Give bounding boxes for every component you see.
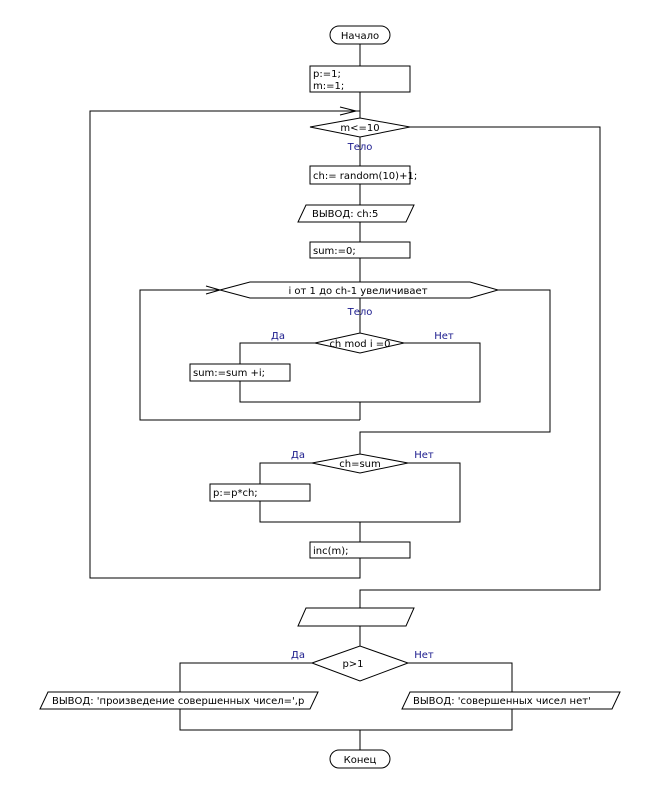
output-none-parallelogram bbox=[401, 691, 621, 710]
inner-no-label: Нет bbox=[434, 331, 454, 342]
cond2-yes-label: Да bbox=[291, 450, 305, 461]
sum-increment-text: sum:=sum +i; bbox=[193, 368, 265, 379]
output-product-text: ВЫВОД: 'произведение совершенных чисел='… bbox=[52, 696, 304, 707]
init-m-text: m:=1; bbox=[313, 81, 344, 92]
perfect-check-text: ch=sum bbox=[339, 459, 381, 470]
output-none-text: ВЫВОД: 'совершенных чисел нет' bbox=[413, 696, 591, 707]
assign-ch-text: ch:= random(10)+1; bbox=[313, 171, 417, 182]
output-product-parallelogram bbox=[39, 691, 319, 710]
for-body-label: Тело bbox=[347, 307, 373, 318]
inner-yes-label: Да bbox=[271, 331, 285, 342]
inc-m-text: inc(m); bbox=[313, 546, 349, 557]
while-condition-diamond bbox=[309, 117, 411, 138]
inner-condition-diamond bbox=[314, 332, 405, 354]
assign-p-block bbox=[209, 483, 311, 502]
for-loop-text: i от 1 до ch-1 увеличивает bbox=[288, 286, 427, 297]
end-label: Конец bbox=[344, 755, 377, 766]
final-yes-label: Да bbox=[291, 650, 305, 661]
output-ch-text: ВЫВОД: ch:5 bbox=[312, 209, 378, 220]
empty-output-parallelogram bbox=[297, 607, 415, 627]
perfect-check-diamond bbox=[311, 453, 409, 474]
end-terminator bbox=[329, 749, 391, 769]
assign-sum-text: sum:=0; bbox=[313, 246, 356, 257]
connector-lines bbox=[89, 44, 601, 750]
inc-m-block bbox=[309, 541, 411, 559]
for-loop-hexagon bbox=[218, 281, 500, 299]
while-loop-arrowhead bbox=[339, 106, 357, 116]
cond2-no-label: Нет bbox=[414, 450, 434, 461]
init-p-text: p:=1; bbox=[313, 69, 341, 80]
assign-sum-block bbox=[309, 241, 411, 259]
start-terminator bbox=[329, 25, 391, 45]
start-label: Начало bbox=[341, 31, 379, 42]
sum-increment-block bbox=[189, 363, 291, 382]
inner-condition-text: ch mod i =0 bbox=[329, 339, 390, 350]
output-ch-parallelogram bbox=[297, 204, 415, 223]
while-body-label: Тело bbox=[347, 142, 373, 153]
final-condition-diamond bbox=[310, 645, 410, 682]
final-no-label: Нет bbox=[414, 650, 434, 661]
final-condition-text: p>1 bbox=[342, 659, 363, 670]
init-block bbox=[309, 65, 411, 93]
assign-p-text: p:=p*ch; bbox=[213, 488, 258, 499]
assign-ch-block bbox=[309, 165, 411, 185]
while-condition-text: m<=10 bbox=[340, 123, 379, 134]
